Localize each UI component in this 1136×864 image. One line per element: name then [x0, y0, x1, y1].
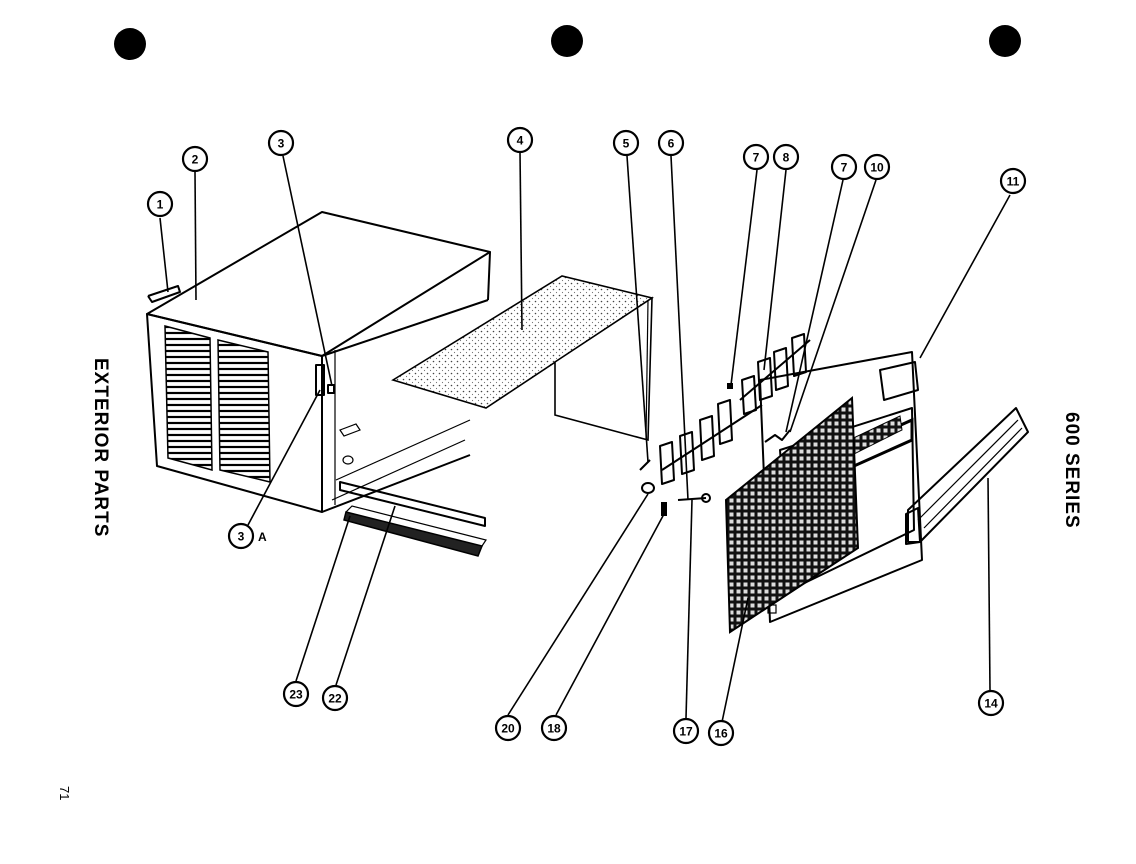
- binder-hole-right: [989, 25, 1021, 57]
- svg-text:22: 22: [328, 692, 342, 706]
- trim-strip-part: [905, 407, 1029, 545]
- svg-text:8: 8: [783, 151, 790, 165]
- hardware-parts: [641, 482, 711, 516]
- callout-18: 18: [540, 714, 568, 742]
- callout-3: 3: [267, 129, 295, 157]
- callout-8: 8: [772, 143, 800, 171]
- callout-10: 10: [863, 153, 891, 181]
- page-number: 71: [57, 786, 72, 800]
- svg-text:7: 7: [753, 151, 760, 165]
- top-clip-part: [147, 285, 181, 303]
- series-label: 600 SERIES: [1061, 412, 1082, 529]
- svg-text:3: 3: [238, 530, 245, 544]
- svg-text:11: 11: [1007, 175, 1020, 189]
- svg-text:10: 10: [870, 161, 884, 175]
- callout-6: 6: [657, 129, 685, 157]
- svg-text:20: 20: [501, 722, 515, 736]
- callout-20: 20: [494, 714, 522, 742]
- svg-text:6: 6: [668, 137, 675, 151]
- svg-text:23: 23: [289, 688, 303, 702]
- callout-4: 4: [506, 126, 534, 154]
- callout-5: 5: [612, 129, 640, 157]
- callout-16: 16: [707, 719, 735, 747]
- callout-22: 22: [321, 684, 349, 712]
- binder-hole-left: [114, 28, 146, 60]
- svg-text:A: A: [258, 530, 267, 544]
- svg-text:1: 1: [157, 198, 164, 212]
- side-title: EXTERIOR PARTS: [90, 358, 111, 537]
- callout-23: 23: [282, 680, 310, 708]
- svg-text:16: 16: [714, 727, 728, 741]
- svg-text:14: 14: [984, 697, 998, 711]
- binder-hole-center: [551, 25, 583, 57]
- svg-text:3: 3: [278, 137, 285, 151]
- callout-17: 17: [672, 717, 700, 745]
- leader-lines: [159, 151, 1011, 723]
- callout-7-lower: 7: [830, 153, 858, 181]
- callout-2: 2: [181, 145, 209, 173]
- cabinet-part: [146, 211, 491, 513]
- svg-text:7: 7: [841, 161, 848, 175]
- callout-1: 1: [146, 190, 174, 218]
- svg-text:4: 4: [517, 134, 524, 148]
- callout-14: 14: [977, 689, 1005, 717]
- callout-7-upper: 7: [742, 143, 770, 171]
- svg-text:17: 17: [679, 725, 693, 739]
- svg-text:2: 2: [192, 153, 199, 167]
- callout-11: 11: [999, 167, 1027, 195]
- svg-text:5: 5: [623, 137, 630, 151]
- bottom-rail-part: [339, 481, 487, 557]
- callout-3a: 3 A: [227, 522, 267, 550]
- svg-text:18: 18: [547, 722, 561, 736]
- filter-part: [724, 395, 860, 634]
- top-panel-part: [391, 275, 654, 442]
